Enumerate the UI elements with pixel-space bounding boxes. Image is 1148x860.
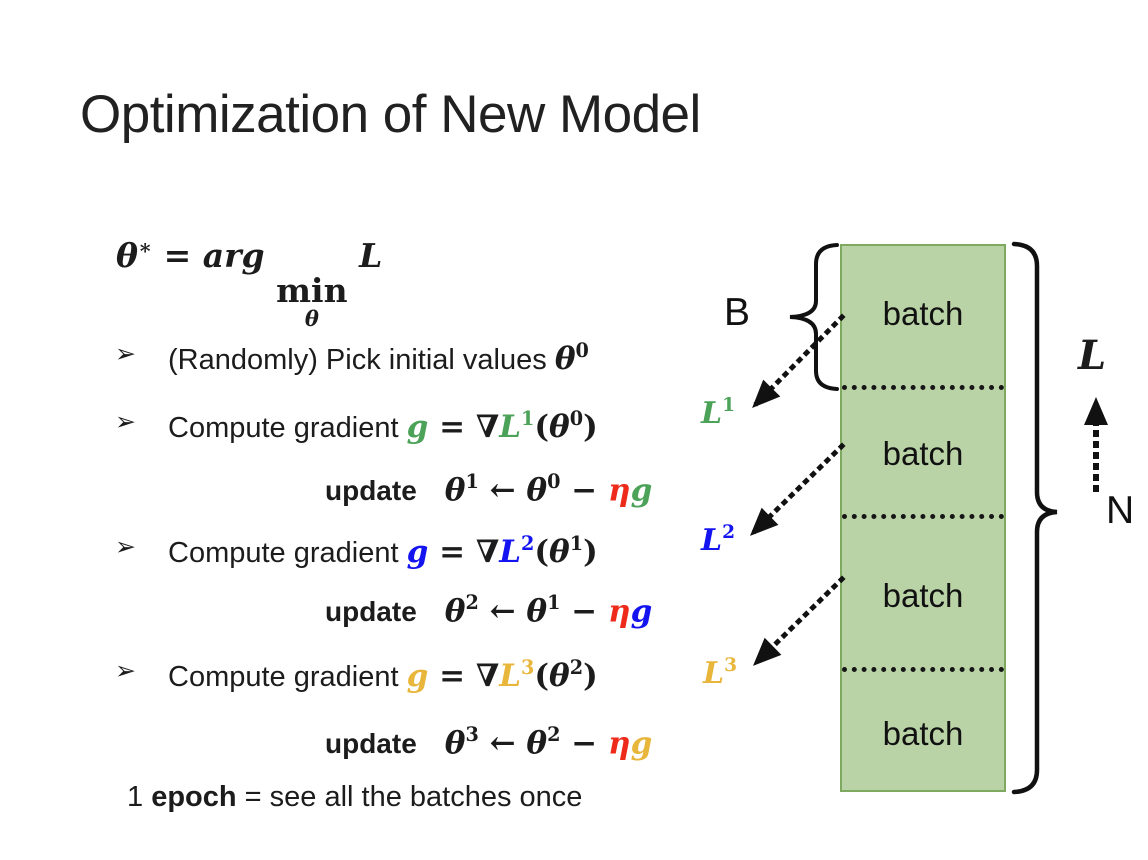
loss-tag-1: L1 [701,395,736,431]
batch2-loss-arrow [749,442,846,536]
arrow-bullet-icon: ➢ [115,340,136,368]
dataset-size-label: N [1106,489,1135,532]
loss-symbol: L [359,236,383,275]
eta-symbol: η [608,725,631,762]
bullet-compute-gradient-3: ➢ Compute gradient g = ∇L3(θ2) [115,650,598,696]
batch-divider [842,514,1004,519]
loss-tag-3: L3 [703,655,738,691]
loss-tag-2: L2 [701,522,736,558]
batch-label-1: batch [882,295,964,332]
total-loss-label: L [1078,332,1107,379]
batch-label-3: batch [882,577,964,614]
batch3-loss-arrow [752,575,846,666]
bullet-pick-initial: ➢ (Randomly) Pick initial values θ0 [115,333,589,379]
theta-star-symbol: θ∗ [116,234,153,275]
arrow-bullet-icon: ➢ [115,657,136,685]
batch-label-2: batch [882,435,964,472]
bullet-compute-gradient-1: ➢ Compute gradient g = ∇L1(θ0) [115,401,598,447]
arrow-bullet-icon: ➢ [115,533,136,561]
nabla-symbol: ∇ [475,534,500,571]
bullet-compute-gradient-2: ➢ Compute gradient g = ∇L2(θ1) [115,526,598,572]
batch-size-label: B [724,291,751,334]
right-brace [1011,241,1058,795]
batch-stack: batch batch batch batch [840,244,1006,792]
nabla-symbol: ∇ [475,658,500,695]
gradient-formula-2: g = ∇L2(θ1) [406,532,598,571]
page-title: Optimization of New Model [80,85,701,144]
batch-divider [842,667,1004,672]
batch-divider [842,385,1004,390]
batch-label-4: batch [882,715,964,752]
nabla-symbol: ∇ [475,409,500,446]
gradient-formula-3: g = ∇L3(θ2) [406,656,598,695]
eta-symbol: η [608,472,631,509]
arrow-bullet-icon: ➢ [115,408,136,436]
batch1-loss-arrow [752,313,846,408]
eta-symbol: η [608,593,631,630]
gradient-formula-1: g = ∇L1(θ0) [406,407,598,446]
theta0-symbol: θ0 [554,339,589,378]
epoch-note: 1 epoch = see all the batches once [127,781,583,813]
left-brace [789,243,839,391]
epoch-keyword: epoch [151,781,237,813]
